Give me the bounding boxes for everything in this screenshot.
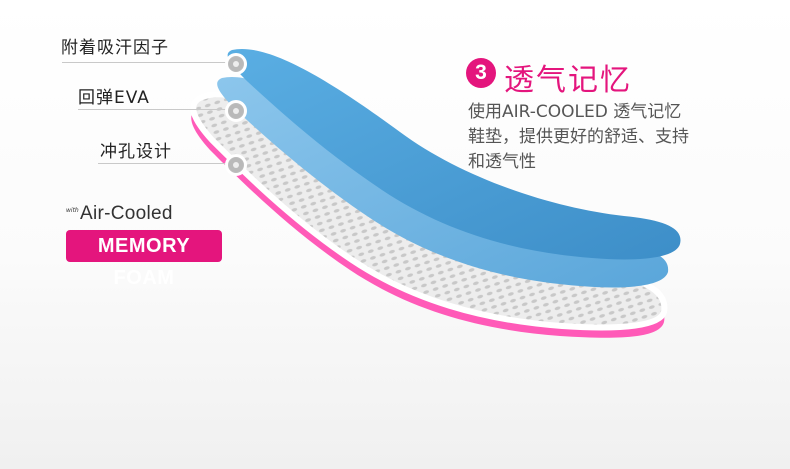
feature-description: 使用AIR-COOLED 透气记忆 鞋垫，提供更好的舒适、支持 和透气性 bbox=[468, 100, 758, 175]
leader-line-eva bbox=[78, 109, 228, 110]
feature-number-badge: 3 bbox=[466, 58, 496, 88]
layer-label-absorb: 附着吸汗因子 bbox=[61, 38, 169, 58]
leader-line-absorb bbox=[62, 62, 230, 63]
feature-title: 透气记忆 bbox=[504, 63, 632, 98]
layer-label-perforation: 冲孔设计 bbox=[100, 142, 172, 162]
layer-label-eva: 回弹EVA bbox=[78, 88, 150, 108]
callout-dot-perforation bbox=[225, 154, 247, 176]
logo-memory-foam-badge: MEMORY FOAM bbox=[66, 230, 222, 289]
callout-dot-absorb bbox=[225, 53, 247, 75]
top-absorb-layer bbox=[227, 48, 681, 260]
feature-description-line: 鞋垫，提供更好的舒适、支持 bbox=[468, 127, 689, 147]
logo-with-text: with bbox=[66, 207, 79, 214]
logo-air-cooled-text: Air-Cooled bbox=[80, 203, 173, 224]
callout-dot-eva bbox=[225, 100, 247, 122]
leader-line-perforation bbox=[98, 163, 228, 164]
feature-description-line: 使用AIR-COOLED 透气记忆 bbox=[468, 102, 682, 122]
feature-description-line: 和透气性 bbox=[468, 152, 536, 172]
air-cooled-memory-foam-logo: with Air-Cooled MEMORY FOAM bbox=[66, 203, 226, 289]
